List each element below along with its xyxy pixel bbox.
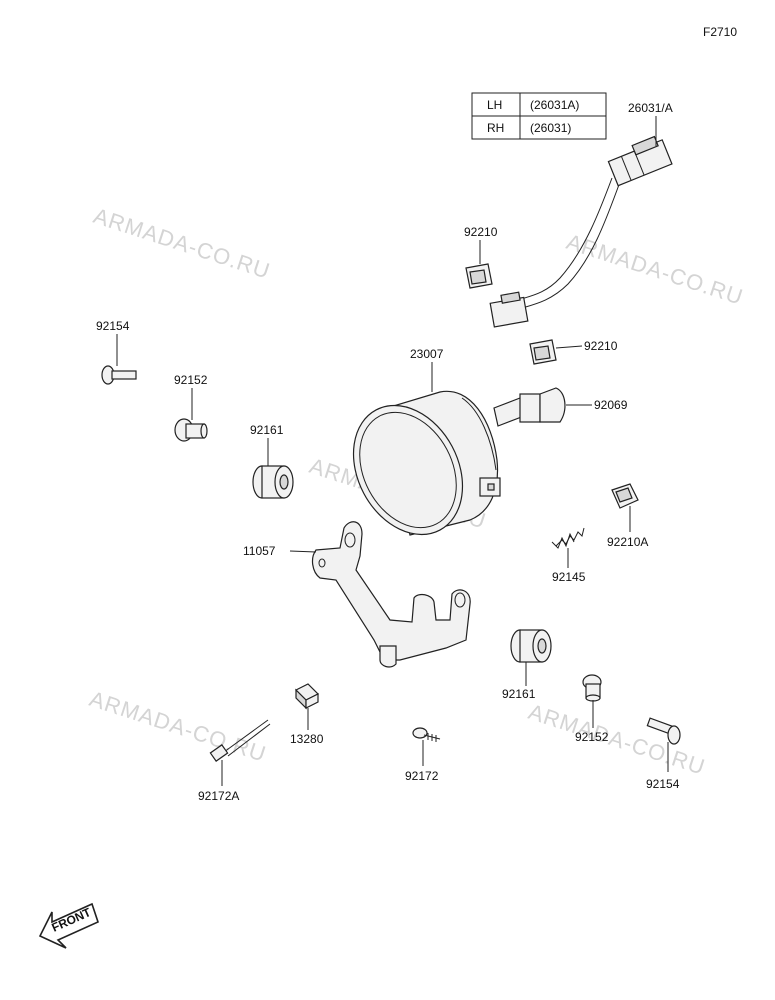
long-bolt[interactable]: 92172A bbox=[198, 719, 271, 803]
label-headlamp: 23007 bbox=[410, 347, 444, 361]
page-code: F2710 bbox=[703, 25, 737, 39]
spring[interactable]: 92145 bbox=[551, 527, 586, 584]
clip-right[interactable]: 92210A bbox=[607, 483, 648, 549]
watermark: ARMADA-CO.RU bbox=[90, 203, 273, 284]
table-part-lh: (26031A) bbox=[530, 98, 579, 112]
grommet-right[interactable]: 92161 bbox=[502, 629, 552, 701]
table-part-rh: (26031) bbox=[530, 121, 571, 135]
label-long-bolt: 92172A bbox=[198, 789, 239, 803]
label-bracket: 11057 bbox=[243, 544, 276, 558]
watermark: ARMADA-CO.RU bbox=[525, 699, 708, 780]
label-bolt-right: 92154 bbox=[646, 777, 680, 791]
watermark: ARMADA-CO.RU bbox=[563, 229, 746, 310]
label-spring: 92145 bbox=[552, 570, 586, 584]
variant-table: LH (26031A) RH (26031) bbox=[471, 92, 607, 140]
label-clip-top: 92210 bbox=[464, 225, 498, 239]
screw[interactable]: 92172 bbox=[405, 727, 441, 783]
grommet-left[interactable]: 92161 bbox=[250, 423, 294, 499]
table-side-rh: RH bbox=[487, 121, 504, 135]
label-nut: 13280 bbox=[290, 732, 324, 746]
headlamp[interactable]: 23007 bbox=[332, 347, 501, 554]
bracket[interactable]: 11057 bbox=[243, 521, 471, 668]
label-grommet-right: 92161 bbox=[502, 687, 536, 701]
label-grommet-left: 92161 bbox=[250, 423, 284, 437]
clip-top[interactable]: 92210 bbox=[464, 225, 498, 289]
label-bolt-left: 92154 bbox=[96, 319, 130, 333]
label-collar-right: 92152 bbox=[575, 730, 609, 744]
watermark: ARMADA-CO.RU bbox=[86, 686, 269, 767]
front-arrow: FRONT bbox=[38, 902, 99, 949]
label-clip-right: 92210A bbox=[607, 535, 648, 549]
label-bulb: 92069 bbox=[594, 398, 628, 412]
bolt-left[interactable]: 92154 bbox=[96, 319, 137, 385]
table-side-lh: LH bbox=[487, 98, 502, 112]
wiring-harness[interactable]: 26031/A bbox=[489, 101, 673, 328]
bolt-right[interactable]: 92154 bbox=[646, 717, 681, 791]
collar-left[interactable]: 92152 bbox=[174, 373, 208, 442]
nut[interactable]: 13280 bbox=[290, 683, 324, 746]
label-screw: 92172 bbox=[405, 769, 439, 783]
collar-right[interactable]: 92152 bbox=[575, 674, 609, 744]
clip-mid[interactable]: 92210 bbox=[529, 339, 618, 365]
label-clip-mid: 92210 bbox=[584, 339, 618, 353]
label-collar-left: 92152 bbox=[174, 373, 208, 387]
bulb[interactable]: 92069 bbox=[493, 387, 628, 427]
label-harness: 26031/A bbox=[628, 101, 673, 115]
